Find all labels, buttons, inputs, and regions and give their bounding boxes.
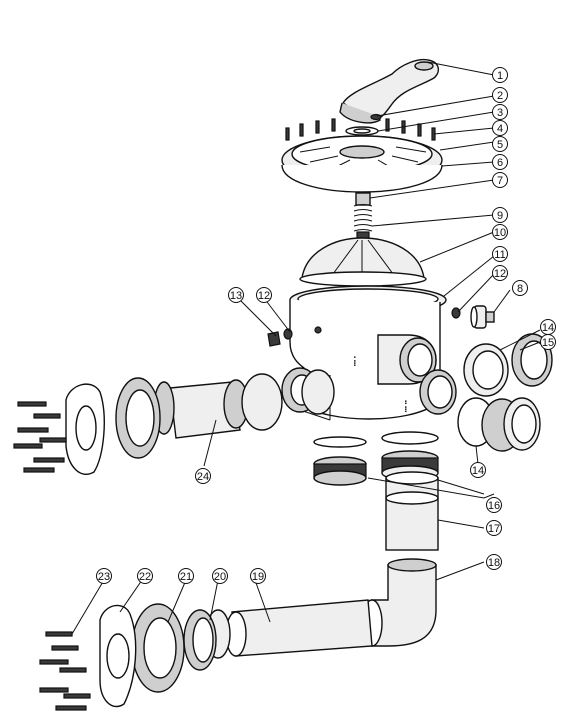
callout-12-left: 12 — [256, 287, 272, 303]
callout-18: 18 — [486, 554, 502, 570]
svg-text:7: 7 — [497, 175, 503, 187]
callout-22: 22 — [137, 568, 153, 584]
svg-text:13: 13 — [230, 290, 242, 302]
svg-text:15: 15 — [542, 337, 554, 349]
callout-9: 9 — [492, 207, 508, 223]
washer-part — [345, 126, 379, 136]
vertical-pipe-part — [385, 471, 439, 551]
svg-text:16: 16 — [488, 500, 500, 512]
callout-1: 1 — [492, 67, 508, 83]
left-flange-plate-part — [65, 383, 105, 475]
valve-cover-part — [281, 135, 443, 193]
plug-oring-right-part — [451, 307, 461, 319]
svg-text:1: 1 — [497, 70, 503, 82]
left-bolts-part — [13, 401, 67, 473]
svg-text:12: 12 — [258, 290, 270, 302]
callout-3: 3 — [492, 104, 508, 120]
svg-text:21: 21 — [180, 571, 192, 583]
svg-text:3: 3 — [497, 107, 503, 119]
svg-text:6: 6 — [497, 157, 503, 169]
callout-10: 10 — [492, 224, 508, 240]
svg-text:22: 22 — [139, 571, 151, 583]
callout-2: 2 — [492, 87, 508, 103]
callout-24: 24 — [195, 468, 211, 484]
union-top-right-part — [463, 333, 553, 397]
svg-text:19: 19 — [252, 571, 264, 583]
elbow-part — [361, 558, 437, 647]
callout-15: 15 — [540, 334, 556, 350]
cover-bolts-part — [285, 118, 436, 141]
left-port-part — [281, 367, 335, 415]
plug-oring-left-part — [283, 328, 293, 340]
callout-8: 8 — [512, 280, 528, 296]
callout-7: 7 — [492, 172, 508, 188]
callout-17: 17 — [486, 520, 502, 536]
sight-glass-part — [267, 331, 281, 347]
leader-lines — [71, 61, 541, 635]
bottom-flange-plate-part — [99, 604, 137, 708]
svg-text:14: 14 — [542, 322, 554, 334]
valve-body-part: ▪ ▪▪▪ ▪▪ ▪▪▪ ▪▪ ▪ — [289, 285, 457, 421]
bottom-oring-part — [183, 609, 217, 671]
svg-text:9: 9 — [497, 210, 503, 222]
bottom-bolts-part — [39, 631, 91, 711]
callout-16: 16 — [486, 497, 502, 513]
callout-11: 11 — [492, 246, 508, 262]
callout-20: 20 — [212, 568, 228, 584]
callout-5: 5 — [492, 136, 508, 152]
svg-text:▪▪ ▪▪▪: ▪▪ ▪▪▪ — [402, 400, 408, 412]
drain-plug-part — [470, 305, 495, 329]
callout-21: 21 — [178, 568, 194, 584]
bottom-flange-ring-part — [131, 603, 185, 693]
horizontal-pipe-part — [205, 599, 373, 659]
callout-23: 23 — [96, 568, 112, 584]
svg-text:11: 11 — [494, 249, 505, 261]
svg-text:5: 5 — [497, 139, 503, 151]
svg-text:20: 20 — [214, 571, 226, 583]
svg-text:14: 14 — [472, 465, 484, 477]
union-bottom-right-part — [457, 397, 541, 452]
svg-text:▪ ▪▪▪: ▪ ▪▪▪ — [351, 356, 357, 366]
callout-12-right: 12 — [492, 265, 508, 281]
svg-text:10: 10 — [494, 227, 506, 239]
callout-14-bottom: 14 — [470, 462, 486, 478]
callout-4: 4 — [492, 120, 508, 136]
rotor-shaft-part — [353, 192, 373, 243]
svg-text:23: 23 — [98, 571, 110, 583]
svg-text:8: 8 — [517, 283, 523, 295]
svg-text:18: 18 — [488, 557, 500, 569]
callout-13: 13 — [228, 287, 244, 303]
svg-text:24: 24 — [197, 471, 209, 483]
callout-19: 19 — [250, 568, 266, 584]
svg-text:12: 12 — [494, 268, 506, 280]
rotor-dome-part — [299, 237, 427, 287]
callout-6: 6 — [492, 154, 508, 170]
svg-text:2: 2 — [497, 90, 503, 102]
callout-14-top: 14 — [540, 319, 556, 335]
svg-text:4: 4 — [497, 123, 503, 135]
left-pipe-part — [153, 373, 283, 439]
handle-part — [339, 58, 440, 124]
svg-text:17: 17 — [488, 523, 500, 535]
left-flange-ring-part — [115, 377, 161, 459]
